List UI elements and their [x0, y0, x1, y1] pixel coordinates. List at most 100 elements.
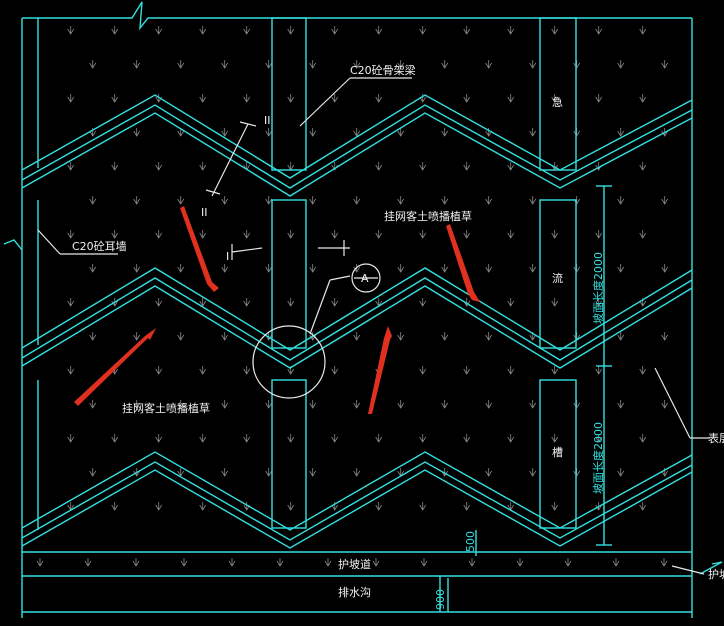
label-vertical-2: 流: [552, 271, 563, 285]
berm-and-drain: [22, 551, 692, 613]
grass-mark: [221, 264, 229, 273]
berm-mark: [84, 558, 92, 567]
grass-mark: [419, 434, 427, 443]
grass-mark: [287, 230, 295, 239]
berm-mark: [228, 558, 236, 567]
grass-mark: [111, 26, 119, 35]
grass-mark: [221, 332, 229, 341]
berm-mark: [324, 558, 332, 567]
grass-mark: [639, 162, 647, 171]
skeleton-beams: [21, 94, 693, 549]
grass-mark: [177, 332, 185, 341]
vertical-channels: [271, 17, 577, 529]
grass-mark: [551, 502, 559, 511]
grass-mark: [89, 468, 97, 477]
label-top-frame: C20砼骨架梁: [350, 63, 416, 77]
grass-mark: [111, 434, 119, 443]
grass-mark: [595, 230, 603, 239]
label-side-2: 护坡: [708, 567, 724, 581]
grass-hatch-pattern: [36, 26, 669, 567]
grass-mark: [441, 128, 449, 137]
grass-mark: [309, 60, 317, 69]
grass-mark: [639, 434, 647, 443]
grass-mark: [485, 128, 493, 137]
grass-mark: [375, 434, 383, 443]
grass-mark: [419, 94, 427, 103]
grass-mark: [177, 196, 185, 205]
grass-mark: [265, 196, 273, 205]
grass-mark: [375, 94, 383, 103]
grass-mark: [177, 60, 185, 69]
grass-mark: [661, 332, 669, 341]
berm-mark: [564, 558, 572, 567]
grass-mark: [661, 264, 669, 273]
grass-mark: [507, 94, 515, 103]
grass-mark: [617, 400, 625, 409]
grass-mark: [485, 332, 493, 341]
grass-mark: [573, 468, 581, 477]
grass-mark: [287, 298, 295, 307]
grass-mark: [309, 400, 317, 409]
arrow-4: [368, 326, 392, 414]
grass-mark: [375, 230, 383, 239]
grass-mark: [573, 128, 581, 137]
berm-mark: [180, 558, 188, 567]
grass-mark: [67, 26, 75, 35]
grass-mark: [331, 502, 339, 511]
label-berm: 护坡道: [338, 557, 371, 571]
grass-mark: [375, 502, 383, 511]
grass-mark: [529, 196, 537, 205]
grass-mark: [463, 162, 471, 171]
dimension-lines: [447, 185, 612, 612]
grass-mark: [617, 60, 625, 69]
label-ear-wall: C20砼耳墙: [72, 239, 127, 253]
grass-mark: [67, 366, 75, 375]
grass-mark: [529, 128, 537, 137]
grass-mark: [353, 60, 361, 69]
grass-mark: [111, 162, 119, 171]
grass-mark: [463, 230, 471, 239]
grass-mark: [265, 128, 273, 137]
grass-mark: [243, 94, 251, 103]
grass-mark: [507, 162, 515, 171]
grass-mark: [397, 196, 405, 205]
grass-mark: [265, 60, 273, 69]
grass-mark: [221, 60, 229, 69]
grass-mark: [243, 366, 251, 375]
grass-mark: [155, 366, 163, 375]
grass-mark: [199, 434, 207, 443]
grass-mark: [199, 502, 207, 511]
label-vertical-3: 槽: [552, 446, 563, 459]
berm-mark: [612, 558, 620, 567]
grass-mark: [617, 128, 625, 137]
label-slope-length-2: 坡面长度2000: [591, 422, 605, 494]
grass-mark: [419, 230, 427, 239]
grass-mark: [177, 264, 185, 273]
grass-mark: [551, 230, 559, 239]
grass-mark: [243, 230, 251, 239]
grass-mark: [265, 468, 273, 477]
grass-mark: [419, 162, 427, 171]
grass-mark: [243, 26, 251, 35]
grass-mark: [199, 366, 207, 375]
grass-mark: [177, 400, 185, 409]
grass-mark: [309, 128, 317, 137]
arrow-1: [180, 206, 219, 292]
grass-mark: [67, 94, 75, 103]
grass-mark: [639, 94, 647, 103]
berm-mark: [660, 558, 668, 567]
grass-mark: [573, 60, 581, 69]
grass-mark: [441, 264, 449, 273]
grass-mark: [551, 26, 559, 35]
grass-mark: [485, 196, 493, 205]
grass-mark: [199, 94, 207, 103]
grass-mark: [463, 366, 471, 375]
red-arrows: [74, 206, 480, 414]
grass-mark: [551, 434, 559, 443]
label-drain: 排水沟: [338, 585, 371, 599]
grass-mark: [111, 230, 119, 239]
grass-mark: [243, 434, 251, 443]
grass-mark: [309, 196, 317, 205]
grass-mark: [551, 366, 559, 375]
